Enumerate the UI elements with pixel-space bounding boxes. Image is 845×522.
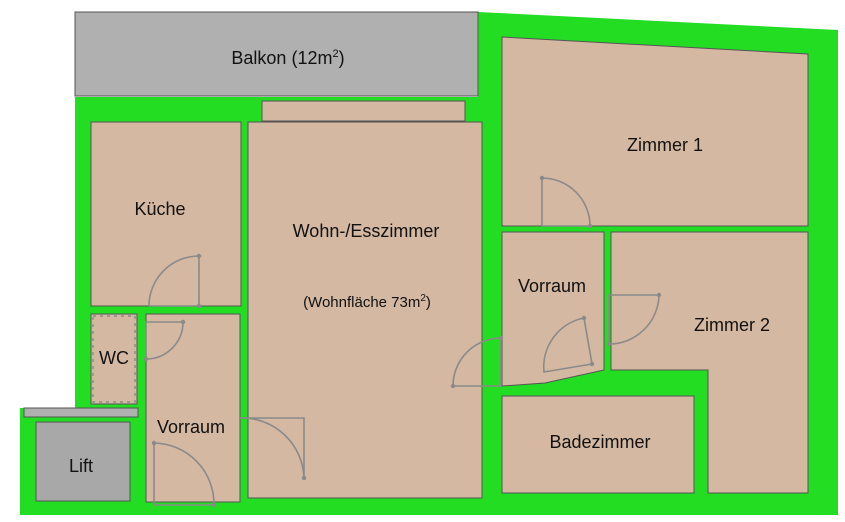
label-wohn-esszimmer: Wohn-/Esszimmer [293, 221, 440, 241]
label-vorraum-right: Vorraum [518, 276, 586, 296]
label-vorraum-left: Vorraum [157, 417, 225, 437]
room-zimmer-1 [501, 36, 809, 227]
label-balkon: Balkon (12m2) [231, 48, 344, 68]
door-wc [143, 319, 186, 362]
label-wc: WC [99, 348, 129, 368]
door-entrance [151, 440, 217, 508]
label-badezimmer: Badezimmer [549, 432, 650, 452]
label-zimmer-1: Zimmer 1 [627, 135, 703, 155]
balcony [74, 11, 479, 97]
label-lift: Lift [69, 456, 93, 476]
lift-shaft-top [23, 407, 139, 418]
room-zimmer-2 [610, 231, 809, 494]
window-strip [261, 100, 466, 122]
room-wohn-esszimmer [247, 121, 483, 499]
room-vorraum-right [501, 231, 605, 387]
room-vorraum-left [145, 313, 241, 503]
label-kueche: Küche [134, 199, 185, 219]
label-zimmer-2: Zimmer 2 [694, 315, 770, 335]
door-wohn-right [450, 335, 504, 389]
door-zimmer-2 [606, 292, 662, 347]
label-wohnflaeche: (Wohnfläche 73m2) [303, 293, 431, 311]
door-vorraum-right [542, 315, 595, 373]
room-badezimmer [501, 395, 695, 494]
room-wc [90, 313, 138, 405]
door-kueche [148, 253, 202, 309]
door-zimmer-1 [539, 175, 593, 229]
lift-car [35, 421, 131, 502]
door-wohn-vorraum [239, 417, 307, 481]
wc-fixture [92, 315, 136, 403]
